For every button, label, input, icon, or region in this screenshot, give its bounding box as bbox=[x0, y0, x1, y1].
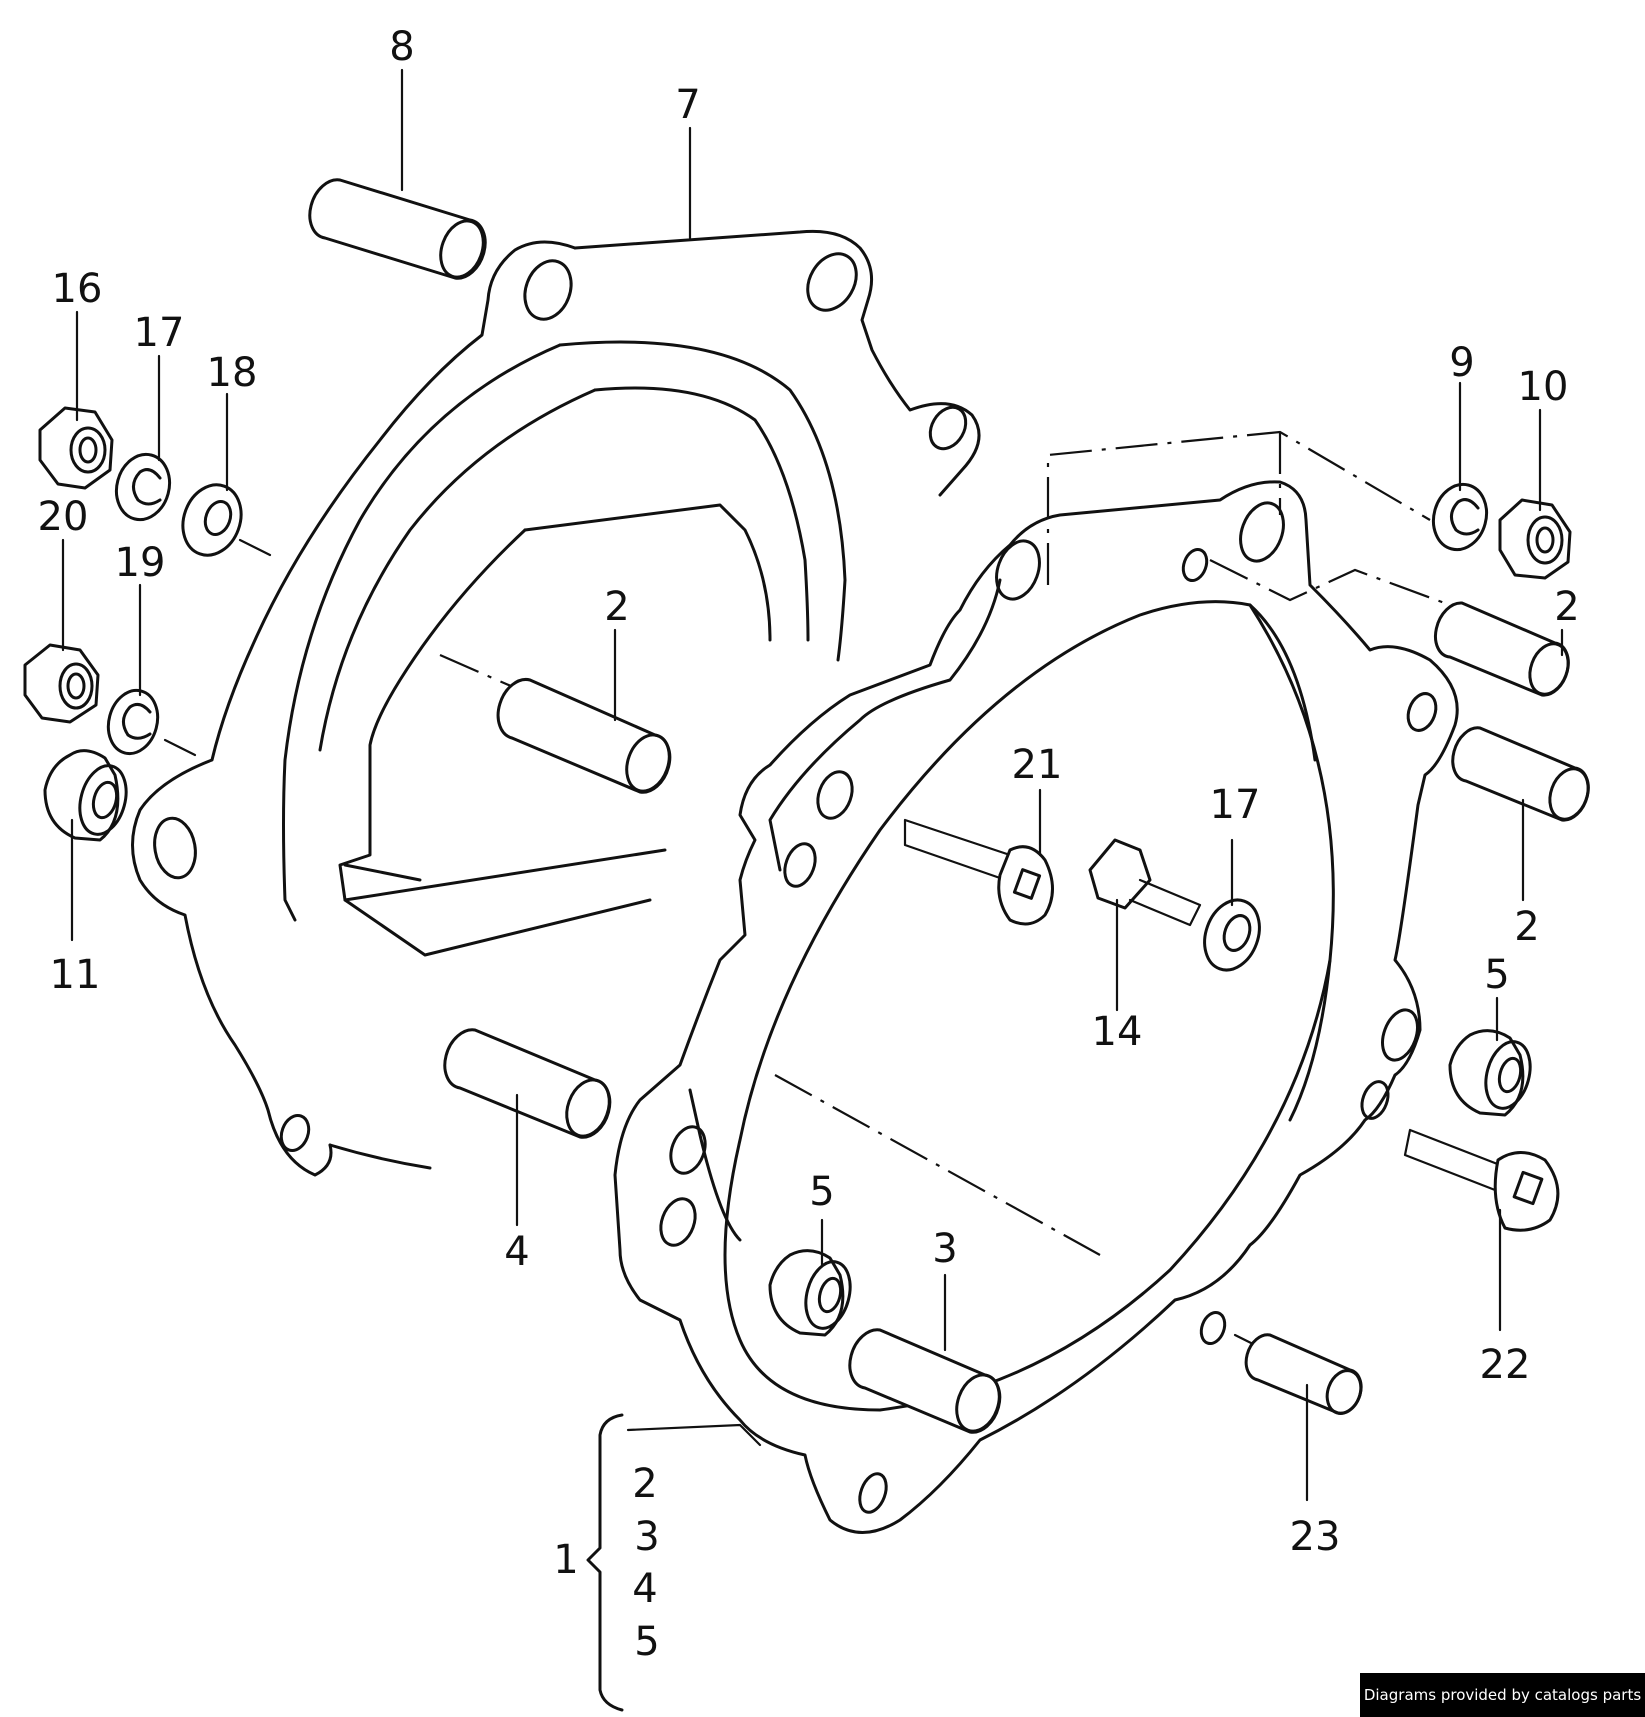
lock-washer-part-17-left bbox=[114, 452, 172, 522]
nut-part-20 bbox=[23, 643, 100, 724]
callout-2-right-lower: 2 bbox=[1514, 904, 1539, 950]
callout-22: 22 bbox=[1480, 1342, 1531, 1388]
callout-labels: 8 7 16 17 18 20 19 11 2 4 9 10 2 2 5 21 … bbox=[38, 24, 1580, 1665]
callout-19: 19 bbox=[115, 540, 166, 586]
sleeve-part-5-right bbox=[1448, 1029, 1532, 1117]
sleeve-part-11 bbox=[43, 749, 128, 842]
callout-16: 16 bbox=[52, 266, 103, 312]
stud-part-4 bbox=[443, 1028, 612, 1139]
callout-10: 10 bbox=[1518, 364, 1569, 410]
stud-part-8 bbox=[308, 178, 487, 280]
lock-washer-part-19 bbox=[106, 688, 160, 756]
lock-washer-part-9 bbox=[1431, 482, 1489, 552]
callout-18: 18 bbox=[207, 350, 258, 396]
callout-9: 9 bbox=[1449, 340, 1474, 386]
stud-part-3 bbox=[848, 1328, 1002, 1434]
cover-plate-part-7 bbox=[131, 229, 981, 1177]
callout-2-center: 2 bbox=[604, 584, 629, 630]
callout-21: 21 bbox=[1012, 742, 1063, 788]
callout-11: 11 bbox=[50, 952, 101, 998]
callout-1: 1 bbox=[553, 1537, 578, 1583]
kit-list-item-3: 4 bbox=[632, 1566, 657, 1612]
callout-3: 3 bbox=[932, 1226, 957, 1272]
stud-part-2-center bbox=[496, 678, 672, 794]
callout-20: 20 bbox=[38, 494, 89, 540]
callout-4: 4 bbox=[504, 1229, 529, 1275]
nut-part-16 bbox=[38, 406, 114, 490]
stud-part-23 bbox=[1244, 1333, 1363, 1415]
bolt-part-22 bbox=[1403, 1128, 1560, 1232]
kit-list-item-1: 2 bbox=[632, 1461, 657, 1507]
sleeve-part-5-center bbox=[768, 1249, 852, 1337]
credit-banner: Diagrams provided by catalogs parts bbox=[1360, 1673, 1645, 1717]
callout-8: 8 bbox=[389, 24, 414, 70]
callout-7: 7 bbox=[675, 82, 700, 128]
bolt-part-21 bbox=[903, 818, 1054, 926]
callout-17-left: 17 bbox=[134, 310, 185, 356]
stud-part-2-right-lower bbox=[1451, 726, 1590, 822]
callout-23: 23 bbox=[1290, 1514, 1341, 1560]
kit-list-item-2: 3 bbox=[634, 1514, 659, 1560]
callout-17-center: 17 bbox=[1210, 782, 1261, 828]
washer-part-17-center bbox=[1203, 898, 1261, 972]
bolt-part-14 bbox=[1088, 838, 1202, 927]
flange-housing-part-1 bbox=[613, 480, 1459, 1534]
washer-part-18 bbox=[181, 483, 243, 557]
nut-part-10 bbox=[1498, 498, 1572, 580]
callout-5-center: 5 bbox=[809, 1169, 834, 1215]
callout-2-right-upper: 2 bbox=[1554, 584, 1579, 630]
callout-5-right: 5 bbox=[1484, 952, 1509, 998]
leader-lines bbox=[61, 68, 1564, 1712]
stud-part-2-right-upper bbox=[1433, 601, 1570, 697]
kit-list-item-4: 5 bbox=[634, 1619, 659, 1665]
alignment-lines bbox=[163, 430, 1451, 1347]
callout-14: 14 bbox=[1092, 1009, 1143, 1055]
